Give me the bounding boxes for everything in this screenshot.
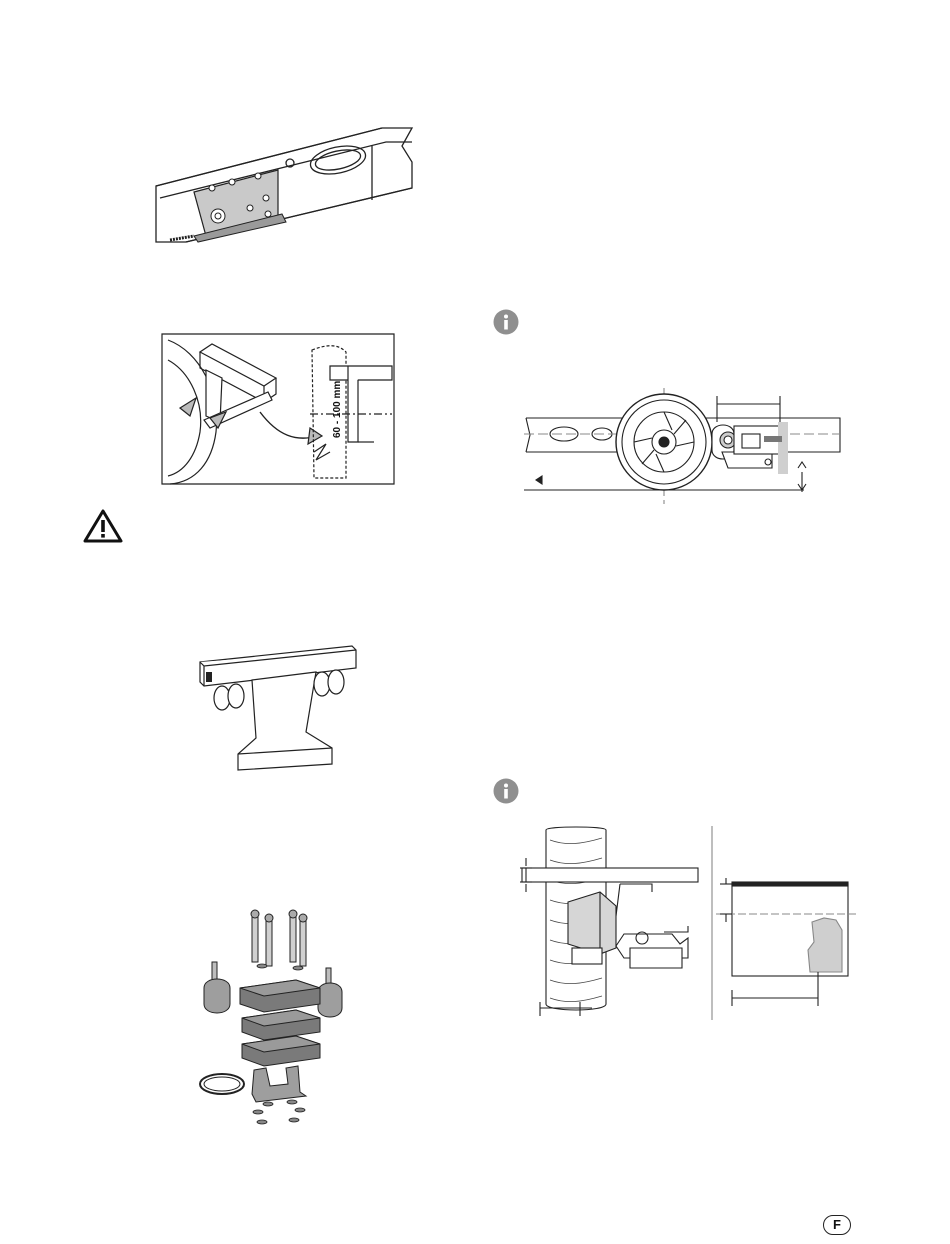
fitting-kit-figure [196, 908, 356, 1126]
info-icon [493, 309, 519, 340]
axle-side-view-figure [522, 388, 844, 504]
info-icon [493, 778, 519, 809]
warning-icon [82, 508, 124, 549]
wheel-clearance-dimension-label: 60 - 100 mm [332, 381, 343, 438]
chassis-bracket-figure [150, 118, 420, 250]
crossbar-mount-figure [196, 640, 366, 776]
wheel-clearance-figure [160, 332, 400, 492]
page-language-badge: F [823, 1215, 851, 1235]
tyre-front-view-figure [512, 826, 858, 1020]
